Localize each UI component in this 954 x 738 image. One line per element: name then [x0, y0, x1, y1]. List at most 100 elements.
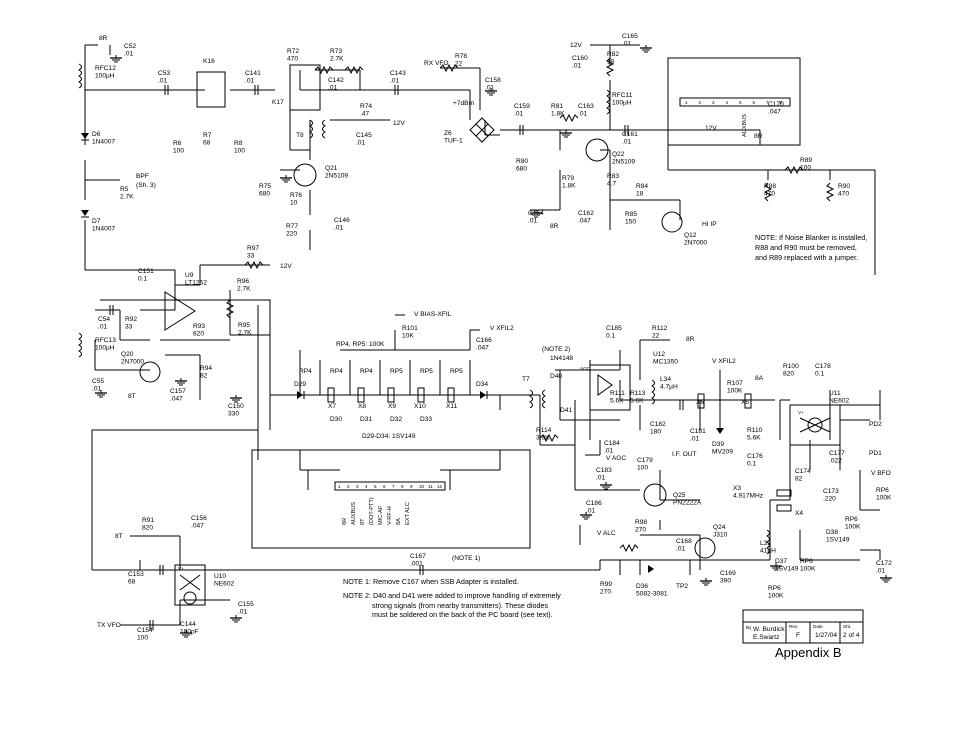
label-c184-ref: C184 [604, 440, 620, 447]
label-q24-ref: Q24 [713, 524, 726, 531]
label-c185-ref: C185 [606, 325, 622, 332]
label-r79-value: 1.8K [562, 183, 576, 190]
label-c167-value: .001 [410, 561, 423, 568]
net-v-xfil2-b: V XFIL2 [712, 358, 736, 365]
label-c157-ref: C157 [170, 388, 186, 395]
label-c164-ref: C164 [528, 210, 544, 217]
label-c142-ref: C142 [328, 77, 344, 84]
label-rp6-c-ref: RP6 [800, 558, 813, 565]
label-r95-ref: R95 [238, 322, 250, 329]
label-q12-ref: Q12 [684, 232, 697, 239]
label-c165-value: .01 [622, 41, 631, 48]
label-r73-value: 2.7K [330, 56, 344, 63]
label-c153-value: 68 [128, 579, 136, 586]
label-c160-ref: C160 [572, 55, 588, 62]
label-r6-value: 100 [173, 148, 184, 155]
label-z6-value: TUF-1 [444, 138, 463, 145]
label-c153-ref: C153 [128, 571, 144, 578]
label-r100-value: 820 [783, 371, 794, 378]
title-rev-label: Rev. [789, 624, 798, 629]
connector-top-pin-6: 6 [753, 100, 756, 105]
title-block: By W. Burdick E.Swartz Rev. F Date 1/27/… [742, 609, 864, 644]
connector-top-pin-5: 5 [739, 100, 742, 105]
label-x11: X11 [446, 403, 458, 410]
note-2-line-1: NOTE 2: D40 and D41 were added to improv… [343, 591, 561, 600]
connector-bottom-pin-1: 1 [338, 484, 341, 489]
net-v-agc: V AGC [606, 455, 626, 462]
label-r92-value: 33 [125, 324, 133, 331]
label-c181-ref: C181 [690, 428, 706, 435]
label-x5: X5 [741, 399, 749, 406]
label-r97-value: 33 [247, 253, 255, 260]
label-c179-value: 100 [637, 465, 648, 472]
title-by-2: E.Swartz [753, 634, 779, 641]
label-r80-ref: R80 [516, 158, 528, 165]
label-c178-ref: C178 [815, 363, 831, 370]
agc-pin-label: AGC [580, 366, 591, 371]
appendix-label: Appendix B [775, 645, 842, 660]
label-rfc12-value: 100µH [95, 73, 115, 80]
net-labels: 8R 12V 12V 12V RX VFO TX VFO +7dBm HI IP… [97, 35, 891, 629]
label-x10: X10 [414, 403, 426, 410]
label-c159-value: .01 [514, 111, 523, 118]
label-r5-value: 2.7K [120, 194, 134, 201]
connector-top-pin-4: 4 [726, 100, 729, 105]
label-r107-ref: R107 [727, 380, 743, 387]
label-r107-value: 100K [727, 388, 743, 395]
title-sht: 2 of 4 [843, 632, 860, 639]
label-q24-value: J310 [713, 532, 728, 539]
label-rfc11-ref: RFC11 [612, 92, 633, 99]
label-r99-ref: R99 [600, 581, 612, 588]
label-d37-value: 1SV149 [775, 566, 799, 573]
label-x4: X4 [795, 510, 803, 517]
label-r94-ref: R94 [200, 365, 212, 372]
label-rp6-a-ref: RP6 [876, 487, 889, 494]
label-c145-ref: C145 [356, 132, 372, 139]
label-c150-value: 330 [228, 411, 239, 418]
label-r91-ref: R91 [142, 517, 154, 524]
label-c164-value: .01 [528, 218, 537, 225]
label-c182-ref: C182 [650, 421, 666, 428]
label-d41: D41 [560, 407, 572, 414]
label-k17: K17 [272, 99, 284, 106]
label-c144-ref: C144 [180, 621, 196, 628]
label-r97-ref: R97 [247, 245, 259, 252]
blanker-note-2: R88 and R90 must be removed, [755, 243, 857, 252]
net-hi-ip: HI IP [702, 221, 717, 228]
label-l34-value: 4.7µH [660, 384, 678, 391]
u11-vplus: V+ [798, 410, 804, 415]
label-r88-ref: R88 [764, 183, 776, 190]
label-d29: D29 [294, 381, 306, 388]
net-12v-k17: 12V [393, 120, 405, 127]
label-r77-ref: R77 [286, 223, 298, 230]
connector-top-pin-1: 1 [685, 100, 688, 105]
label-c160-value: .01 [572, 63, 581, 70]
label-c55-value: .01 [92, 386, 101, 393]
label-r7-value: 68 [203, 140, 211, 147]
label-rp5a: RP5 [390, 368, 403, 375]
label-r82-ref: R82 [607, 51, 619, 58]
label-d36-value: 5082-3081 [636, 591, 668, 598]
label-r81-ref: R81 [551, 103, 563, 110]
component-symbols [78, 44, 893, 638]
label-d6-value: 1N4007 [92, 139, 115, 146]
note-references: (NOTE 2) 1N4148 (NOTE 1) RP4, RP5: 100K … [336, 341, 573, 562]
connector-bottom-pin-5: 5 [374, 484, 377, 489]
label-r95-value: 2.7K [238, 330, 252, 337]
label-r85-ref: R85 [625, 211, 637, 218]
net-v-bfo: V BFO [871, 470, 891, 477]
label-c172-value: .01 [876, 568, 885, 575]
net-v-bias-xfil: V BIAS-XFIL [414, 311, 452, 318]
label-c184-value: .01 [604, 448, 613, 455]
label-r96-value: 2.7K [237, 286, 251, 293]
label-r91-value: 820 [142, 525, 153, 532]
label-r88-value: 470 [764, 191, 775, 198]
label-c145-value: .01 [356, 140, 365, 147]
label-d7-value: 1N4007 [92, 226, 115, 233]
label-c157-value: .047 [170, 396, 183, 403]
label-c154-value: 100 [137, 635, 148, 642]
label-r75-ref: R75 [259, 183, 271, 190]
label-r82-value: 18 [607, 59, 615, 66]
label-c168-ref: C168 [676, 538, 692, 545]
label-k16: K16 [203, 58, 215, 65]
